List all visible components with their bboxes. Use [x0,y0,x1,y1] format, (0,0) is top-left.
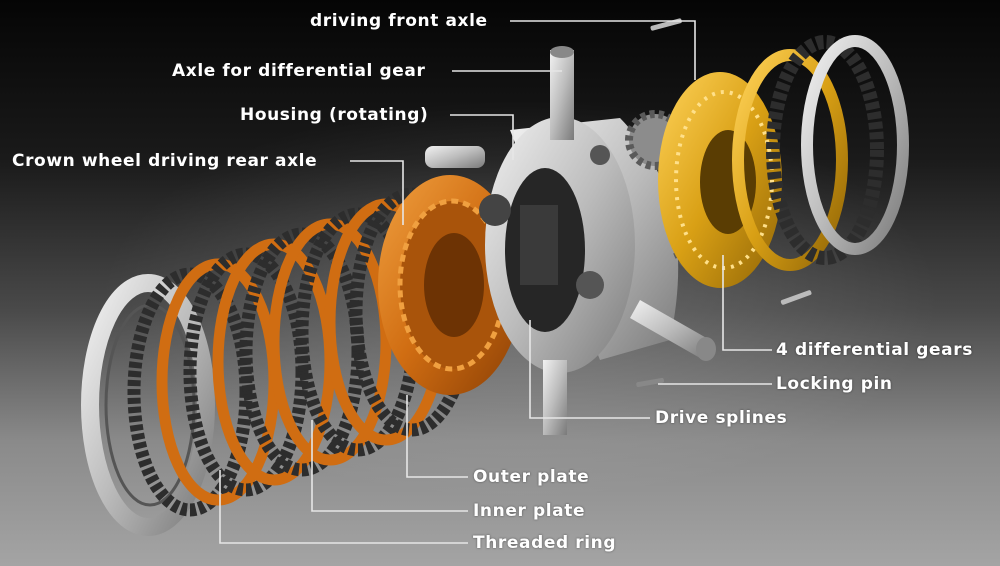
leader-lines [219,20,772,544]
leader-drive-splines [529,320,650,419]
front-ring-pack [732,35,909,271]
leader-driving-front-axle [510,20,696,80]
label-inner-plate: Inner plate [473,501,586,521]
locking-pin-part [636,377,664,388]
label-crown-wheel: Crown wheel driving rear axle [12,151,318,171]
leader-housing [450,114,514,160]
label-outer-plate: Outer plate [473,467,590,487]
pin-top [650,18,682,31]
label-drive-splines: Drive splines [655,408,788,428]
label-differential-gears: 4 differential gears [776,340,973,360]
pin-right [780,290,812,305]
leader-outer-plate [406,395,468,478]
leader-crown-wheel [350,160,404,225]
housing-part [425,46,716,435]
label-locking-pin: Locking pin [776,374,893,394]
label-housing: Housing (rotating) [240,105,429,125]
leader-threaded-ring [219,470,468,544]
label-threaded-ring: Threaded ring [473,533,617,553]
threaded-ring-part [81,274,215,536]
label-axle-for-differential-gear: Axle for differential gear [172,61,426,81]
leader-inner-plate [311,420,468,512]
label-driving-front-axle: driving front axle [310,11,488,31]
leader-diff-gears [722,255,772,351]
